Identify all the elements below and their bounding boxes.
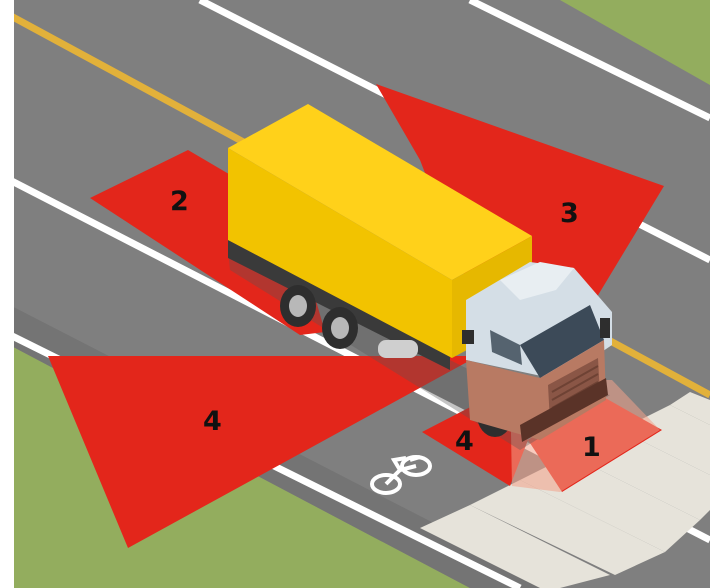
- lane-line-top-right: [468, 0, 710, 122]
- zone-label-4-far: 4: [203, 406, 222, 437]
- truck-illustration: [228, 104, 612, 450]
- zone-label-2: 2: [170, 186, 189, 217]
- zone-label-4-near: 4: [455, 426, 474, 457]
- blind-spot-zone-right-rear: [376, 84, 664, 325]
- bicycle-lane-icon: [370, 455, 432, 495]
- zone-label-1: 1: [582, 432, 601, 463]
- zone-label-3: 3: [560, 198, 579, 229]
- grass-top-right: [560, 0, 710, 85]
- blind-spot-zone-right-side-far: [48, 356, 478, 548]
